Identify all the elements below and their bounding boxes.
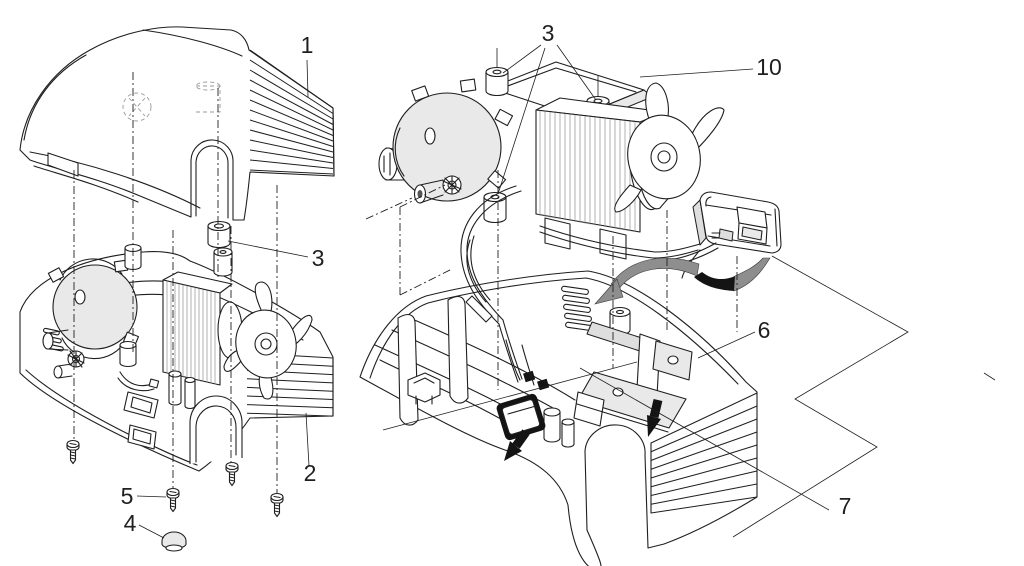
cover-part bbox=[19, 26, 335, 221]
pump-clamp-bolts-right bbox=[411, 78, 514, 189]
callout-cable-clamp: 6 bbox=[758, 317, 771, 343]
cover-fins bbox=[249, 49, 334, 175]
callout-motor-unit: 10 bbox=[756, 54, 782, 80]
housing-fins-right bbox=[650, 392, 758, 514]
right-panel bbox=[359, 48, 996, 566]
callout-screw: 5 bbox=[121, 483, 134, 509]
rubber-damper-left bbox=[207, 220, 231, 249]
motor-unit bbox=[378, 48, 725, 260]
rubber-foot bbox=[161, 531, 187, 552]
callout-base-housing: 2 bbox=[304, 460, 317, 486]
alignment-axes-right bbox=[365, 170, 738, 390]
insertion-arrows bbox=[504, 398, 663, 461]
cover-ghost-details bbox=[122, 81, 221, 122]
detail-reference-lines bbox=[382, 255, 996, 538]
switch-cutout bbox=[127, 424, 157, 450]
curved-arrow-head bbox=[594, 278, 624, 305]
routing-arrows bbox=[594, 257, 771, 305]
terminal-block-left bbox=[117, 371, 160, 419]
base-housing-left bbox=[19, 243, 334, 472]
vent-slots-right bbox=[561, 285, 593, 331]
switch-module bbox=[667, 191, 782, 279]
left-panel bbox=[19, 26, 335, 552]
callout-leaders bbox=[136, 44, 756, 539]
base-housing-right bbox=[359, 270, 758, 566]
callout-rubber-foot: 4 bbox=[124, 510, 137, 536]
fan-left bbox=[223, 281, 313, 400]
cable-ribbon-black bbox=[694, 272, 735, 291]
cable-clip bbox=[407, 372, 441, 405]
callouts: 1 3 2 5 4 3 10 6 7 bbox=[121, 20, 852, 539]
rocker-switch bbox=[496, 370, 550, 441]
callout-switch-detail: 7 bbox=[839, 493, 852, 519]
pump-right bbox=[378, 78, 514, 204]
front-arch bbox=[189, 395, 243, 464]
cables bbox=[460, 185, 701, 386]
motor-left bbox=[162, 271, 243, 410]
fan-right bbox=[614, 82, 725, 213]
callout-damper-left: 3 bbox=[312, 245, 325, 271]
alignment-axes-left bbox=[73, 72, 278, 494]
callout-damper-set: 3 bbox=[542, 20, 555, 46]
callout-cover: 1 bbox=[301, 32, 314, 58]
